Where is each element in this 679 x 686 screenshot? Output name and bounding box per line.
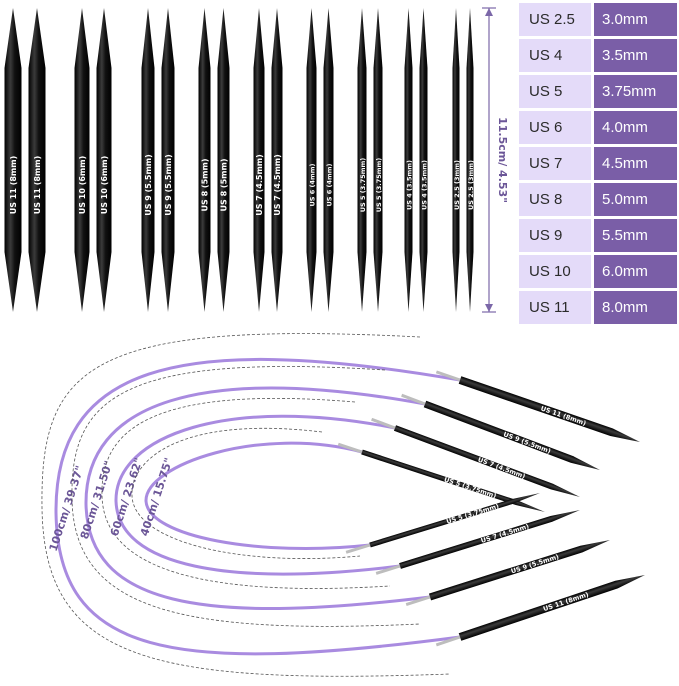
cable <box>54 358 461 656</box>
needle-size-label: US 9 (5.5mm) <box>164 154 173 216</box>
cable-needle-label: US 7 (4.5mm) <box>477 456 527 481</box>
cable <box>84 386 431 611</box>
mm-size: 5.0mm <box>591 181 677 219</box>
needle-size-label: US 9 (5.5mm) <box>144 154 153 216</box>
needle-length-label: 11.5cm/ 4.53" <box>496 117 509 203</box>
needle-length-dimension: 11.5cm/ 4.53" <box>482 7 509 313</box>
needle-tip: US 9 (5.5mm) <box>161 8 175 312</box>
needle-tips-row: US 11 (8mm) US 11 (8mm) US 10 (6mm) US 10 (… <box>4 8 475 312</box>
needle-size-label: US 10 (6mm) <box>78 156 87 215</box>
needle-size-label: US 6 (4mm) <box>309 163 317 206</box>
needle-size-label: US 6 (4mm) <box>326 163 334 206</box>
us-size: US 4 <box>519 37 593 75</box>
needle-tip: US 2.5 (3mm) <box>452 8 461 312</box>
needle-size-label: US 10 (6mm) <box>100 156 109 215</box>
cable-needle-label: US 9 (5.5mm) <box>510 553 560 576</box>
cable <box>114 414 401 576</box>
cable <box>144 441 371 550</box>
needle-tip: US 11 (8mm) <box>4 8 22 312</box>
circular-needle: US 7 (4.5mm)US 7 (4.5mm)60cm/ 23.62" <box>101 398 581 589</box>
us-size: US 5 <box>519 73 593 111</box>
cable-needle: US 7 (4.5mm) <box>375 509 581 575</box>
needle-tip: US 10 (6mm) <box>96 8 112 312</box>
cable-needle-label: US 9 (5.5mm) <box>502 430 552 455</box>
us-size: US 11 <box>519 289 593 327</box>
cable-needle: US 5 (3.75mm) <box>345 493 540 554</box>
mm-size: 3.0mm <box>591 3 677 39</box>
needle-size-label: US 5 (3.75mm) <box>375 158 383 213</box>
cable-needle: US 11 (8mm) <box>435 370 641 443</box>
needle-tip: US 4 (3.5mm) <box>404 8 414 312</box>
mm-size: 4.5mm <box>591 145 677 183</box>
needle-tip: US 2.5 (3mm) <box>466 8 475 312</box>
us-size: US 7 <box>519 145 593 183</box>
cable-length-label: 100cm/ 39.37" <box>47 464 87 553</box>
needle-size-label: US 2.5 (3mm) <box>467 160 475 210</box>
needle-tip: US 11 (8mm) <box>28 8 46 312</box>
needle-tip: US 8 (5mm) <box>217 8 230 312</box>
mm-size: 8.0mm <box>591 289 677 327</box>
needle-size-label: US 7 (4.5mm) <box>255 154 264 216</box>
us-size: US 10 <box>519 253 593 291</box>
circular-needle: US 11 (8mm) US 11 (8mm) 100cm/ 39.37" <box>41 333 646 677</box>
mm-size: 4.0mm <box>591 109 677 147</box>
mm-size: 3.5mm <box>591 37 677 75</box>
needle-size-label: US 4 (3.5mm) <box>421 160 429 210</box>
mm-size: 6.0mm <box>591 253 677 291</box>
us-size: US 8 <box>519 181 593 219</box>
needle-tip: US 7 (4.5mm) <box>253 8 265 312</box>
needle-tip: US 9 (5.5mm) <box>141 8 155 312</box>
needle-size-label: US 11 (8mm) <box>33 156 42 215</box>
cable-needle: US 5 (3.75mm) <box>337 442 545 512</box>
mm-size: 5.5mm <box>591 217 677 255</box>
cable-needle-label: US 7 (4.5mm) <box>480 522 530 545</box>
cable-needle-label: US 11 (8mm) <box>542 590 590 613</box>
needle-tip: US 6 (4mm) <box>323 8 334 312</box>
needle-tip: US 7 (4.5mm) <box>271 8 283 312</box>
needle-size-label: US 4 (3.5mm) <box>406 160 414 210</box>
us-size: US 2.5 <box>519 3 593 39</box>
us-size: US 9 <box>519 217 593 255</box>
needle-tip: US 10 (6mm) <box>74 8 90 312</box>
cable-needle-label: US 5 (3.75mm) <box>443 475 497 500</box>
needle-size-label: US 2.5 (3mm) <box>453 160 461 210</box>
needle-tip: US 4 (3.5mm) <box>419 8 429 312</box>
cable-needle-label: US 5 (3.75mm) <box>445 502 500 526</box>
needle-size-label: US 8 (5mm) <box>201 159 210 212</box>
needle-size-label: US 11 (8mm) <box>9 156 18 215</box>
needle-tip: US 5 (3.75mm) <box>373 8 383 312</box>
needle-size-label: US 8 (5mm) <box>220 159 229 212</box>
cable-needle: US 9 (5.5mm) <box>401 393 600 470</box>
us-size: US 6 <box>519 109 593 147</box>
needle-size-label: US 7 (4.5mm) <box>273 154 282 216</box>
needle-size-label: US 5 (3.75mm) <box>359 158 367 213</box>
cable-needle-label: US 11 (8mm) <box>540 404 588 427</box>
needle-tip: US 5 (3.75mm) <box>357 8 367 312</box>
needle-tip: US 6 (4mm) <box>306 8 317 312</box>
mm-size: 3.75mm <box>591 73 677 111</box>
needle-tip: US 8 (5mm) <box>198 8 211 312</box>
circular-cables: US 11 (8mm) US 11 (8mm) 100cm/ 39.37" US 9 … <box>41 333 646 677</box>
